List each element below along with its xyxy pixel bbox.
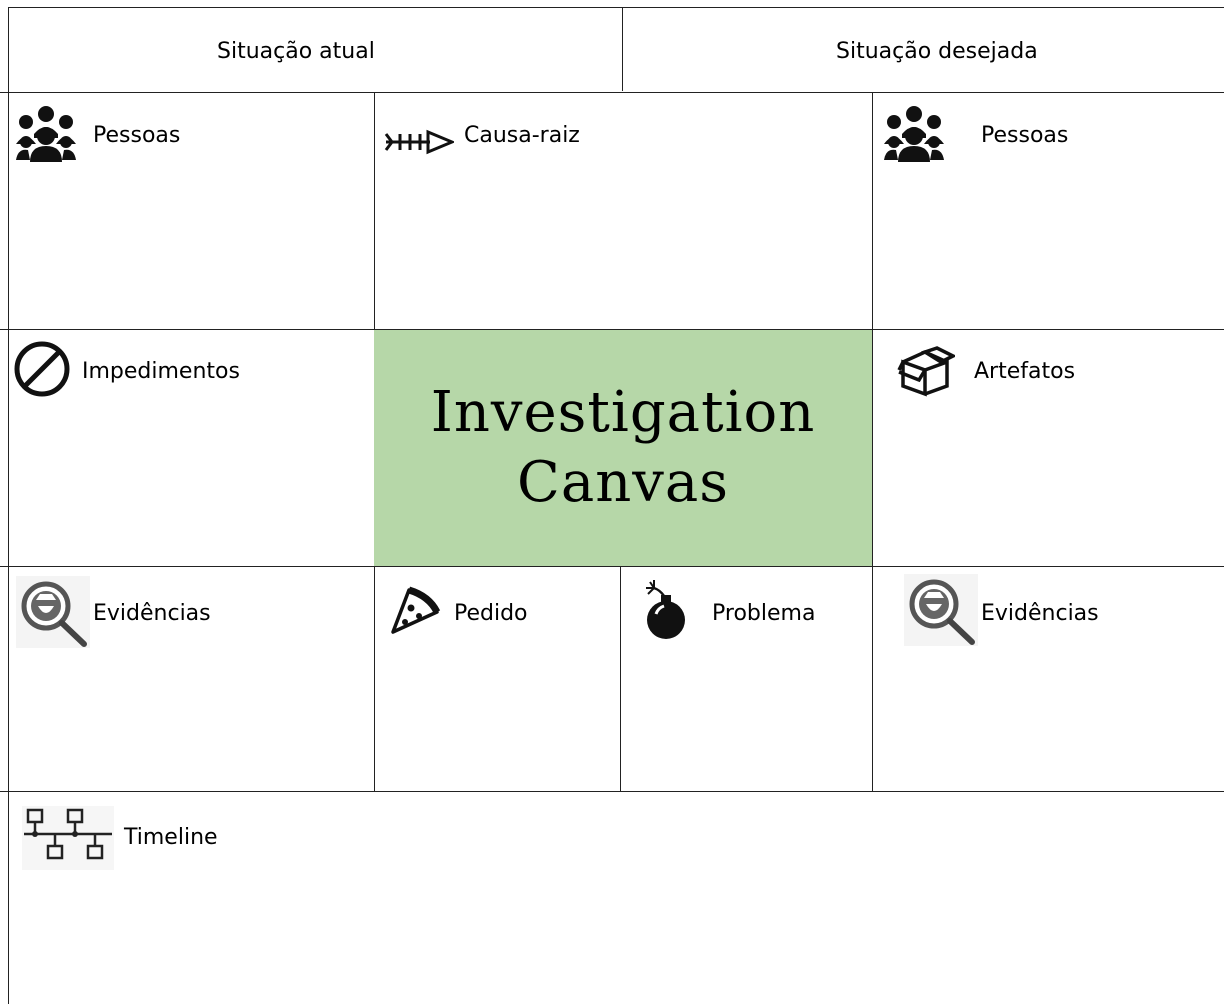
evidencias-left-label: Evidências bbox=[93, 601, 211, 626]
causa-raiz-label: Causa-raiz bbox=[464, 123, 580, 148]
center-title-block: Investigation Canvas bbox=[374, 330, 872, 566]
grid-line bbox=[8, 7, 9, 1004]
flowchart-icon bbox=[22, 806, 114, 870]
box-icon bbox=[897, 346, 955, 398]
bomb-icon bbox=[644, 580, 692, 640]
grid-line bbox=[0, 92, 1224, 93]
desired-situation-header: Situação desejada bbox=[836, 39, 1038, 64]
fishbone-icon bbox=[384, 128, 454, 156]
pessoas-right-label: Pessoas bbox=[981, 123, 1069, 148]
people-icon bbox=[882, 104, 946, 164]
grid-line bbox=[0, 329, 1224, 330]
pizza-slice-icon bbox=[389, 586, 441, 636]
problema-label: Problema bbox=[712, 601, 816, 626]
timeline-label: Timeline bbox=[124, 825, 218, 850]
grid-line bbox=[620, 566, 621, 792]
detective-magnifier-icon bbox=[16, 576, 90, 648]
current-situation-header: Situação atual bbox=[217, 39, 375, 64]
grid-line bbox=[872, 92, 873, 792]
grid-line bbox=[0, 566, 1224, 567]
canvas-title-line1: Investigation bbox=[430, 380, 816, 445]
evidencias-right-label: Evidências bbox=[981, 601, 1099, 626]
artefatos-label: Artefatos bbox=[974, 359, 1076, 384]
canvas-title-line2: Canvas bbox=[516, 450, 730, 515]
prohibited-icon bbox=[12, 339, 72, 399]
impedimentos-label: Impedimentos bbox=[82, 359, 240, 384]
grid-line bbox=[622, 7, 623, 91]
people-icon bbox=[14, 104, 78, 164]
pessoas-left-label: Pessoas bbox=[93, 123, 181, 148]
pedido-label: Pedido bbox=[454, 601, 528, 626]
detective-magnifier-icon bbox=[904, 574, 978, 646]
grid-line bbox=[8, 7, 1224, 8]
grid-line bbox=[0, 791, 1224, 792]
